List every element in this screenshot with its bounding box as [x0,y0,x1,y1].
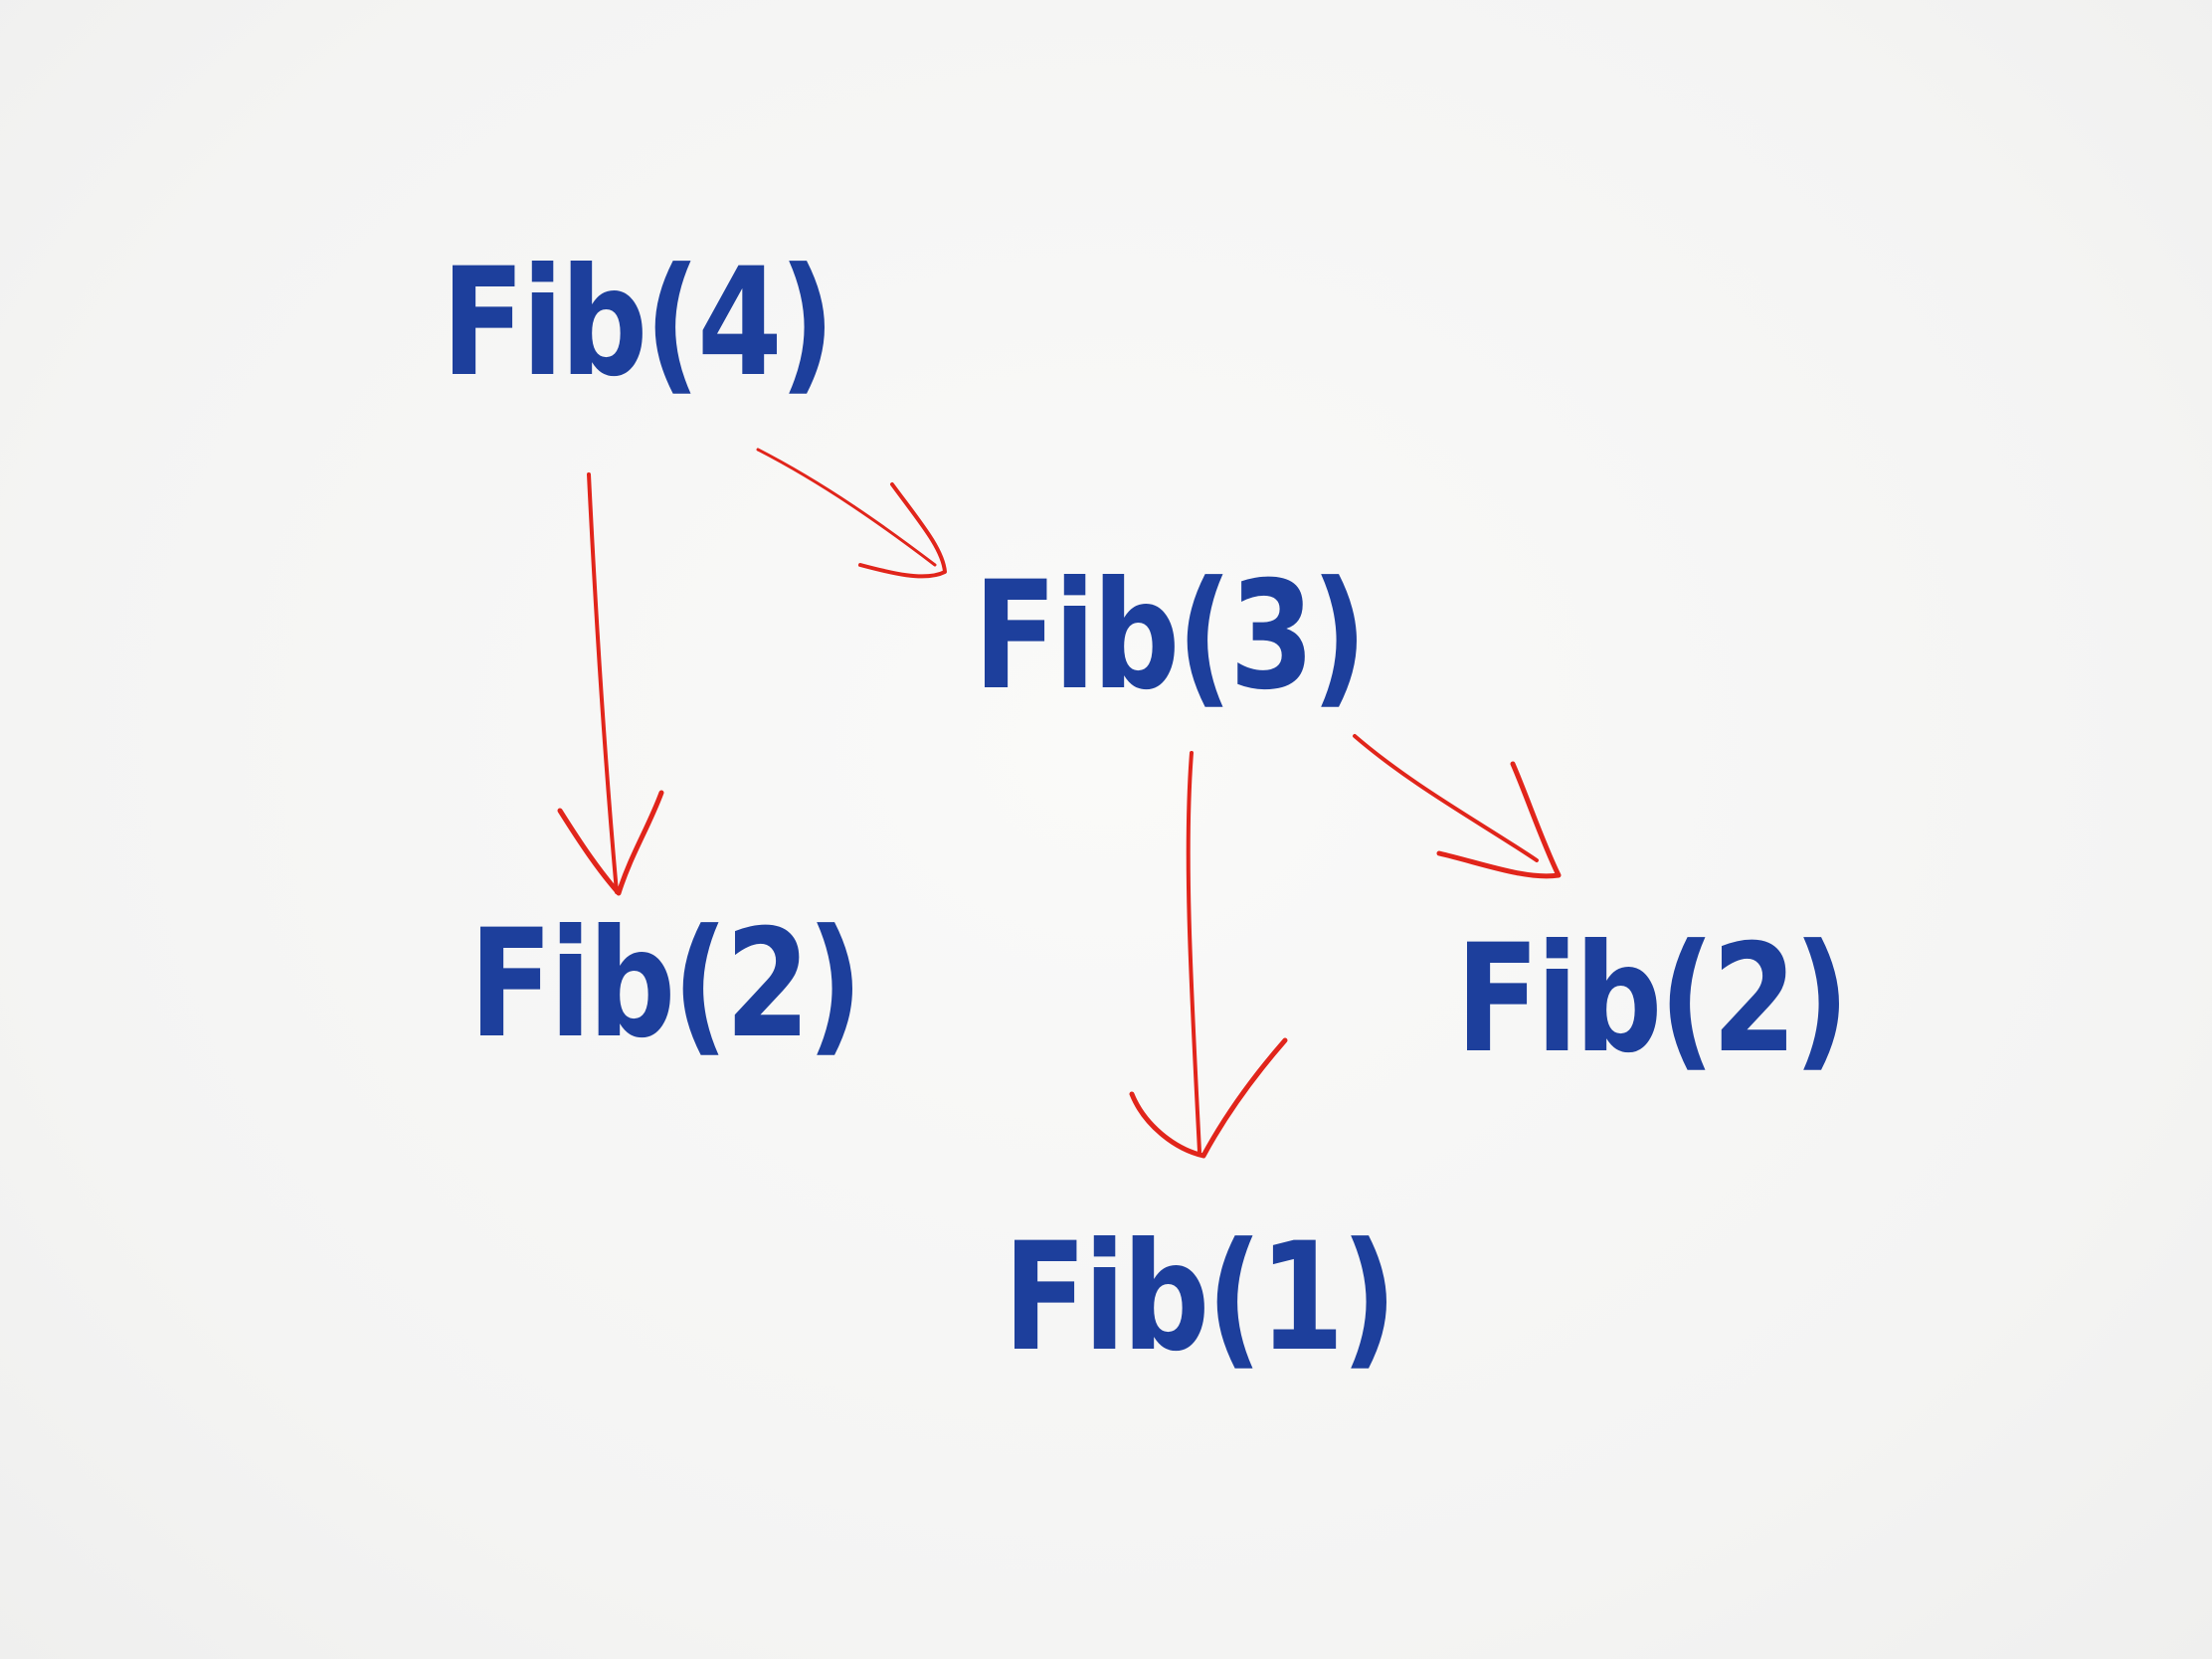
node-fib4: Fib(4) [441,237,835,410]
edge-fib3-to-fib1-line [1186,751,1201,1154]
edge-fib3-to-fib2-right-head [1436,761,1562,879]
node-fib2-right: Fib(2) [1455,913,1850,1086]
edge-fib4-to-fib2-left-head [557,790,664,896]
edge-fib4-to-fib2-left-line [587,472,619,894]
node-fib1: Fib(1) [1003,1211,1397,1384]
edge-fib4-to-fib3-line [756,448,937,567]
node-fib3: Fib(3) [973,550,1368,723]
edge-fib3-to-fib2-right [1353,734,1562,879]
edge-fib4-to-fib3 [756,448,947,579]
edge-fib4-to-fib3-head [858,482,947,579]
edge-fib3-to-fib1-head [1129,1037,1288,1159]
node-fib2-left: Fib(2) [468,898,863,1071]
edge-fib3-to-fib2-right-line [1353,734,1539,862]
edge-fib4-to-fib2-left [557,472,664,896]
edge-fib3-to-fib1 [1129,751,1288,1159]
